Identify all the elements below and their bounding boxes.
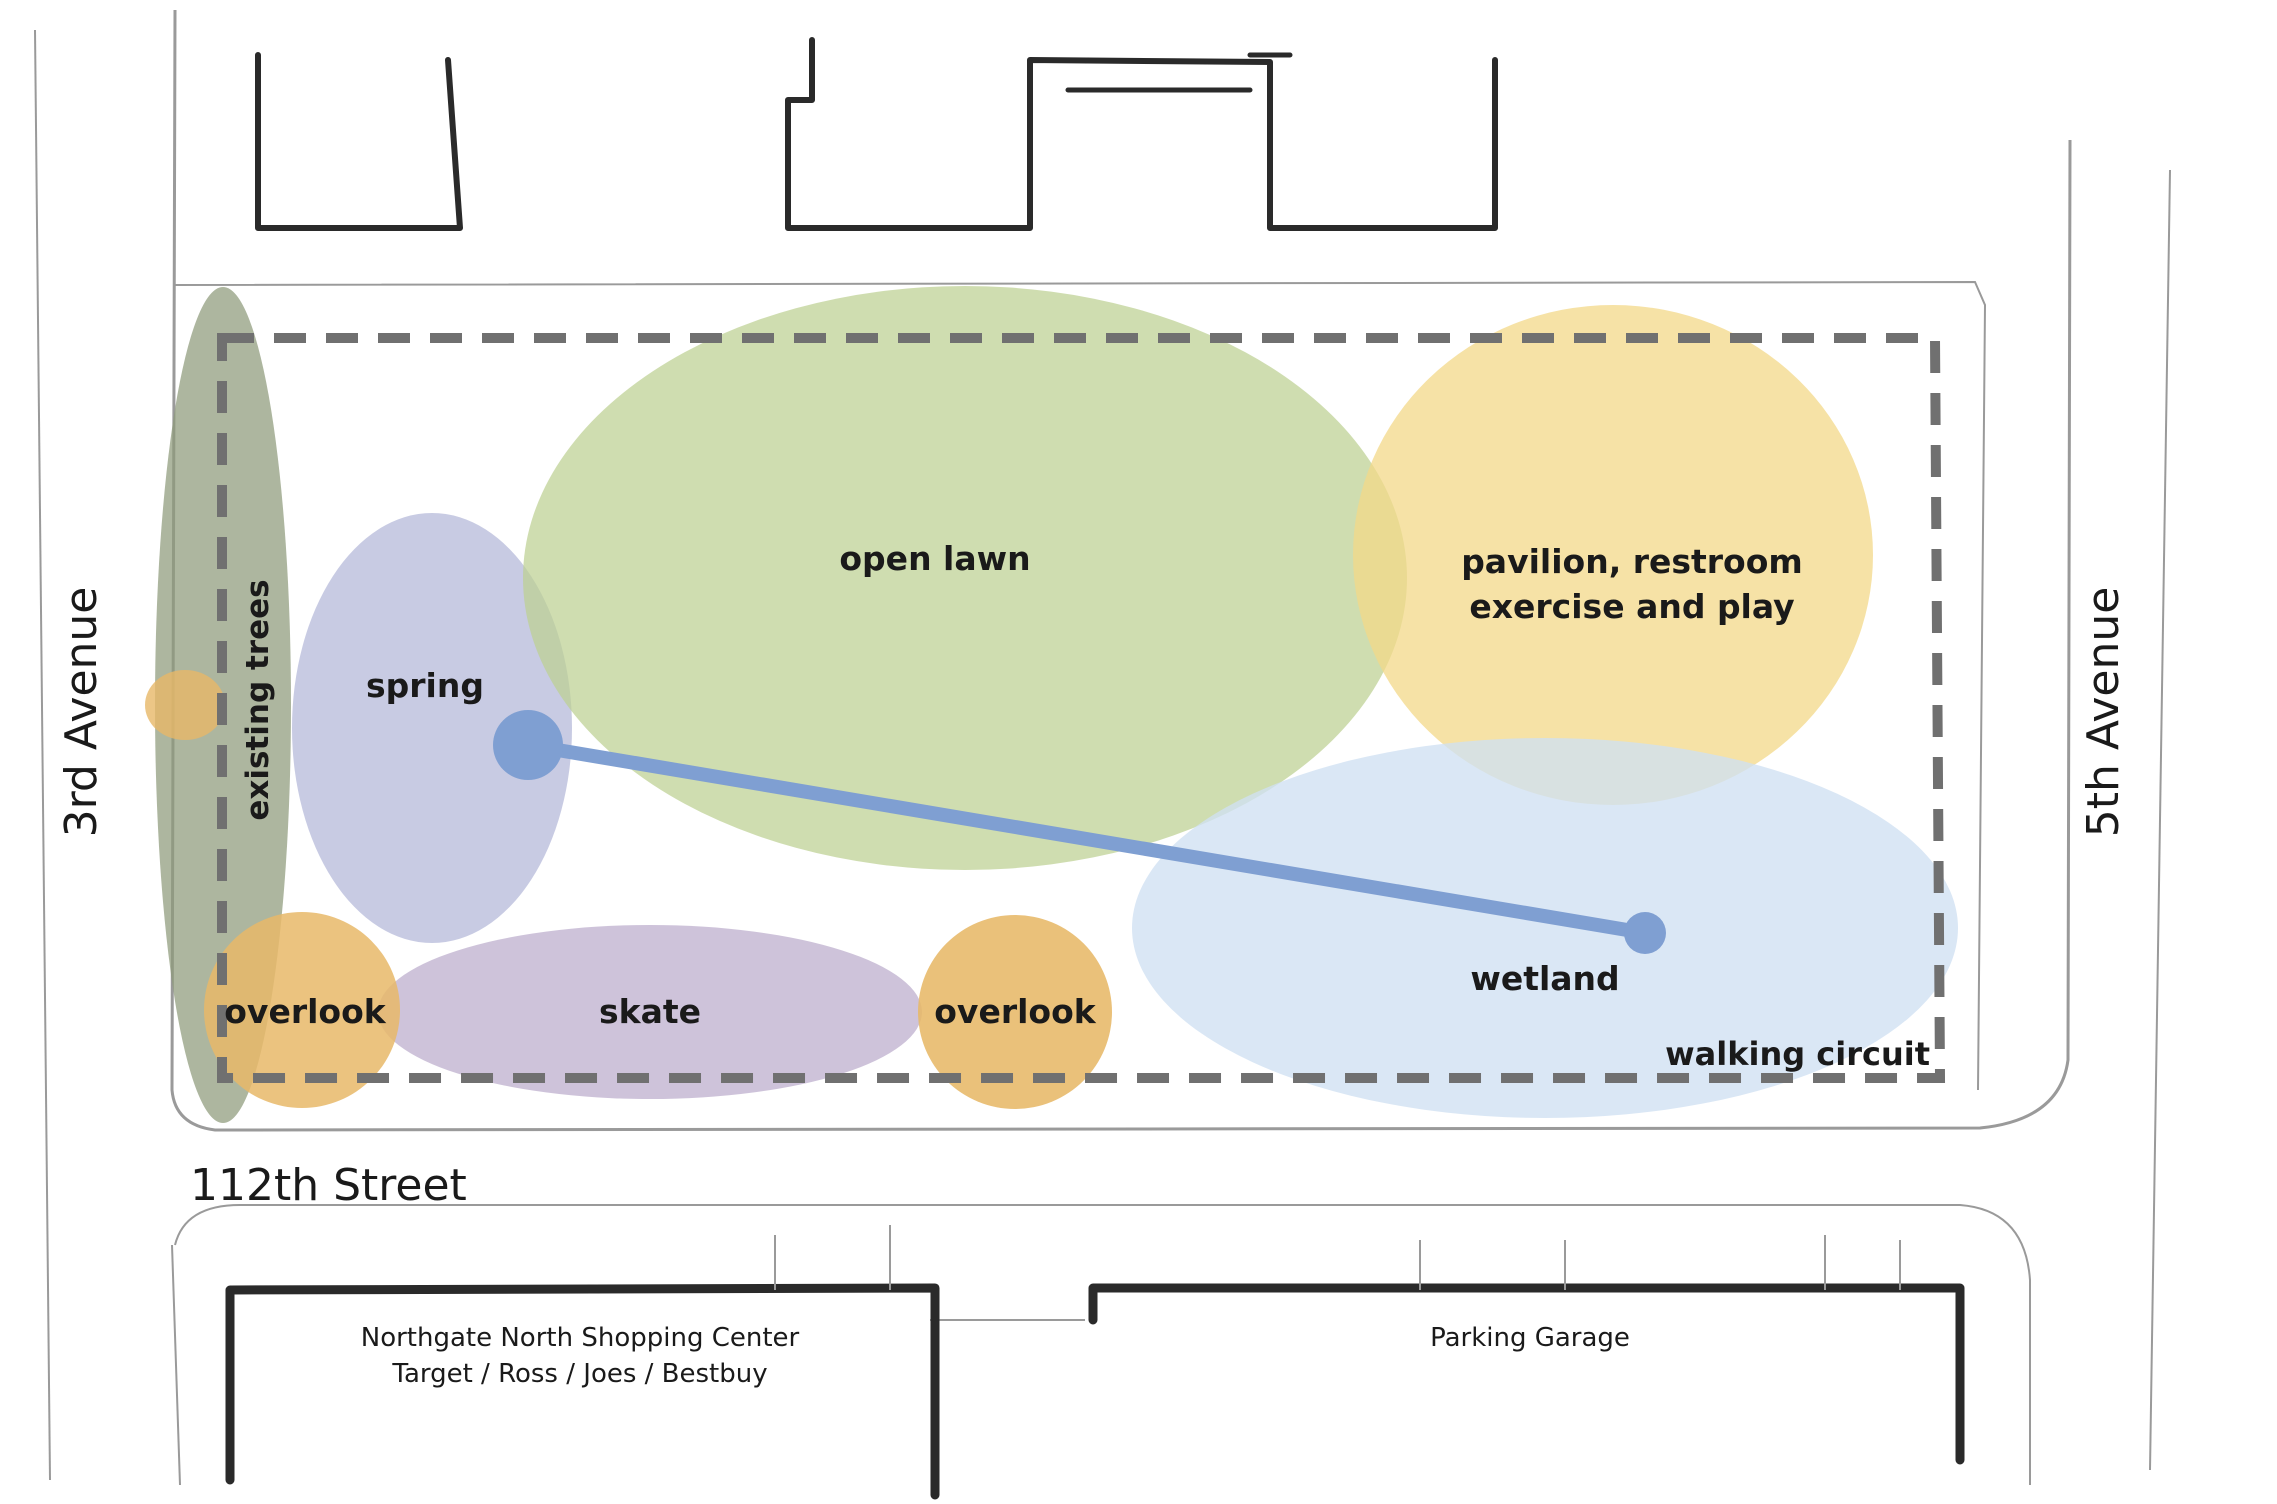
wetland-label: wetland bbox=[1470, 959, 1619, 998]
overlook-east-label: overlook bbox=[934, 992, 1096, 1031]
skate-label: skate bbox=[599, 992, 701, 1031]
overlook-east-zone bbox=[918, 915, 1112, 1109]
overlook-west-zone bbox=[204, 912, 400, 1108]
water-link-line bbox=[521, 738, 1652, 940]
fifth-avenue-label: 5th Avenue bbox=[2078, 587, 2129, 838]
pavilion-zone bbox=[1353, 305, 1873, 805]
spring-label: spring bbox=[366, 666, 484, 705]
zone-labels: existing trees spring open lawn pavilion… bbox=[224, 539, 1930, 1073]
shopping-center-label-line2: Target / Ross / Joes / Bestbuy bbox=[391, 1359, 767, 1389]
spring-source-node bbox=[493, 710, 563, 780]
south-building-outlines bbox=[225, 1225, 1965, 1500]
existing-trees-label: existing trees bbox=[240, 579, 276, 820]
wetland-zone bbox=[1132, 738, 1958, 1118]
water-connection bbox=[493, 710, 1666, 954]
pavilion-label-line1: pavilion, restroom bbox=[1461, 542, 1803, 581]
pavilion-label-line2: exercise and play bbox=[1469, 587, 1794, 626]
shopping-center-label-line1: Northgate North Shopping Center bbox=[361, 1323, 800, 1353]
parking-garage-label: Parking Garage bbox=[1430, 1323, 1630, 1353]
street-labels: 3rd Avenue 5th Avenue 112th Street bbox=[56, 587, 2129, 1211]
small-overlook-node bbox=[145, 670, 225, 740]
walking-circuit-path bbox=[217, 333, 1946, 1083]
third-avenue-label: 3rd Avenue bbox=[56, 587, 107, 838]
spring-zone bbox=[292, 513, 572, 943]
skate-zone bbox=[378, 925, 922, 1099]
walking-circuit-label: walking circuit bbox=[1665, 1035, 1930, 1073]
overlook-west-label: overlook bbox=[224, 992, 386, 1031]
open-lawn-zone bbox=[523, 286, 1407, 870]
program-zones bbox=[145, 286, 1958, 1123]
street-sketch-lines bbox=[34, 9, 2171, 1486]
open-lawn-label: open lawn bbox=[839, 539, 1030, 578]
building-labels: Northgate North Shopping Center Target /… bbox=[361, 1323, 1630, 1389]
wetland-outlet-node bbox=[1624, 912, 1666, 954]
112th-street-label: 112th Street bbox=[190, 1160, 467, 1211]
north-building-outlines bbox=[255, 37, 1498, 231]
